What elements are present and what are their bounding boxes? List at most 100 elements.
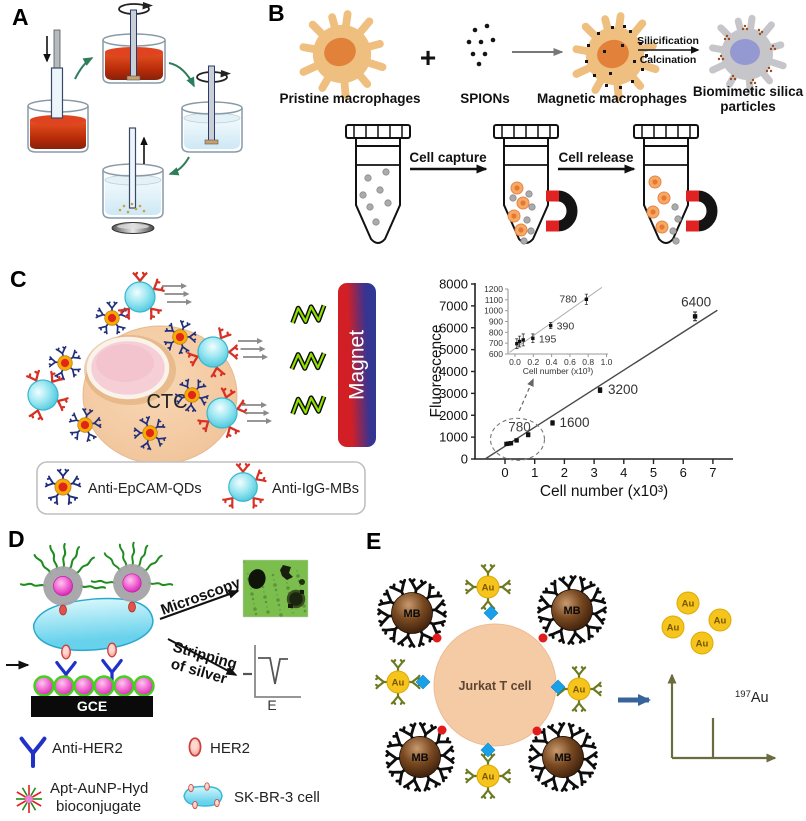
legend-her2-label: HER2 <box>210 740 250 757</box>
magnetic-field-icon <box>291 353 325 369</box>
data-point <box>525 432 531 437</box>
panel-b-schematic: + Silicification Calcination <box>279 0 804 245</box>
mb-label: MB <box>403 608 420 620</box>
legend-mb-label: Anti-IgG-MBs <box>272 481 359 497</box>
aptamer-diamond-linkers <box>415 605 566 758</box>
y-tick-label: 3000 <box>439 386 468 401</box>
au-tag: Au <box>557 667 601 711</box>
tube-2 <box>493 124 572 245</box>
data-point <box>508 441 514 446</box>
stripping-arrow <box>167 638 238 676</box>
isotope-symbol: Au <box>751 690 769 706</box>
panel-c-label: C <box>10 266 27 292</box>
au-label: Au <box>714 616 727 627</box>
spions-label: SPIONs <box>460 91 510 106</box>
panel-a-schematic <box>27 1 243 234</box>
inset-x-tick-label: 0.0 <box>509 357 521 367</box>
legend-qd-label: Anti-EpCAM-QDs <box>88 481 202 497</box>
y-tick-label: 2000 <box>439 408 468 423</box>
magnetic-bead-icon <box>14 363 75 424</box>
inset-y-tick-label: 600 <box>489 349 503 359</box>
magnetic-field-icon <box>291 306 325 323</box>
beaker-4 <box>102 127 164 234</box>
mb-particle: MB <box>523 717 603 796</box>
data-point <box>550 420 555 426</box>
panel-c-schematic: CTC Magnet Anti-EpCAM-QDs Anti-IgG-MBs <box>0 265 376 515</box>
x-axis-label: Cell number (x10³) <box>540 483 668 500</box>
panel-c-legend: Anti-EpCAM-QDs Anti-IgG-MBs <box>36 461 366 515</box>
silicification-step: Silicification Calcination <box>637 35 700 66</box>
au-label: Au <box>482 772 495 783</box>
inset-point-label: 780 <box>559 293 577 305</box>
inset-data-point <box>531 336 535 340</box>
panel-b-label: B <box>268 0 285 26</box>
apt-legend-icon <box>15 784 43 814</box>
qd-icon <box>96 302 128 334</box>
micrograph-image <box>242 559 309 618</box>
x-tick-label: 4 <box>620 465 627 480</box>
panel-d-legend: Anti-HER2 HER2 Apt-AuNP-Hyd bioconjugate… <box>15 737 320 815</box>
motion-arrows-icon <box>162 283 192 305</box>
mb-label: MB <box>411 752 428 764</box>
voltammogram: E <box>243 645 301 713</box>
cluster-ellipse <box>489 417 546 461</box>
au-tag: Au <box>466 754 510 798</box>
inset-y-tick-label: 1000 <box>484 306 503 316</box>
jurkat-label: Jurkat T cell <box>459 679 532 693</box>
x-tick-label: 6 <box>680 465 687 480</box>
calcination-label: Calcination <box>640 54 697 66</box>
silicification-label: Silicification <box>637 35 699 47</box>
her2-legend-icon <box>188 737 202 757</box>
biomimetic-label-2: particles <box>720 99 776 114</box>
microscopy-label: Microscopy <box>159 574 244 619</box>
cell-capture-label: Cell capture <box>409 150 487 165</box>
y-tick-label: 7000 <box>439 298 468 313</box>
skbr3-legend-icon <box>184 783 222 809</box>
plus-sign: + <box>420 42 436 73</box>
point-label: 3200 <box>608 382 638 397</box>
point-label: 1600 <box>560 415 590 430</box>
electrode-rod <box>128 127 137 209</box>
data-point <box>506 441 511 446</box>
inset-data-point <box>517 339 522 344</box>
x-tick-label: 7 <box>709 465 716 480</box>
panel-e-label: E <box>366 528 382 554</box>
inset-y-tick-label: 900 <box>489 317 503 327</box>
x-tick-label: 0 <box>501 465 508 480</box>
x-tick-label: 3 <box>590 465 597 480</box>
motion-arrows-icon <box>242 402 272 424</box>
au-label: Au <box>667 623 680 634</box>
au-label: Au <box>696 639 709 650</box>
inset-point-label: 390 <box>557 321 575 333</box>
pristine-label: Pristine macrophages <box>279 91 420 106</box>
beaker-2 <box>102 1 166 84</box>
data-point <box>514 438 519 443</box>
au-label: Au <box>482 583 495 594</box>
inset-pointer-arrow <box>518 378 534 412</box>
inset-point-label: 195 <box>539 333 557 345</box>
mb-particle: MB <box>534 572 611 647</box>
released-au-ions: Au Au Au Au <box>661 591 732 655</box>
inset-x-axis-label: Cell number (x10³) <box>523 366 594 376</box>
pristine-macrophage <box>303 14 382 95</box>
magnetic-field-icon <box>291 397 325 414</box>
inset-x-tick-label: 0.8 <box>582 357 594 367</box>
point-label: 6400 <box>681 294 711 309</box>
beaker-1 <box>27 29 89 153</box>
inset-data-point <box>584 297 589 301</box>
magnetic-label: Magnetic macrophages <box>537 91 687 106</box>
au-tag: Au <box>376 660 420 704</box>
magnetic-bead-icon <box>119 273 164 319</box>
magnet-bar: Magnet <box>338 283 376 447</box>
mb-particle: MB <box>379 717 461 798</box>
data-point <box>692 314 698 319</box>
biomimetic-label-1: Biomimetic silica <box>693 84 804 99</box>
y-tick-label: 1000 <box>439 430 468 445</box>
biomimetic-silica-particle <box>713 18 784 91</box>
inset-y-tick-label: 1200 <box>484 284 503 294</box>
au-label: Au <box>682 599 695 610</box>
mass-spectrum: 197Au <box>667 673 777 763</box>
